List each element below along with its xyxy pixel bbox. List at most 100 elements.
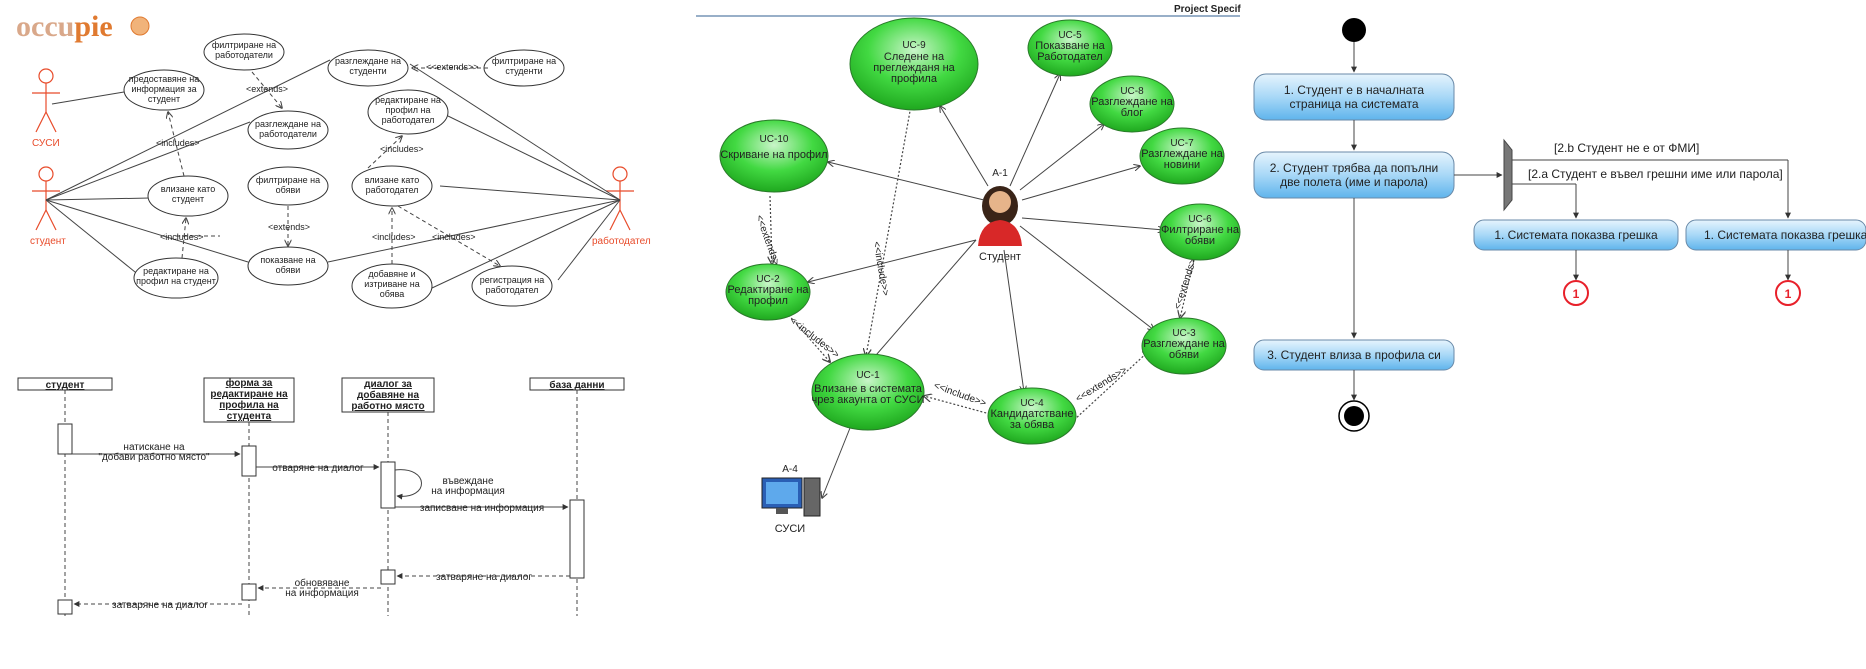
svg-text:UC-9: UC-9 bbox=[902, 40, 926, 51]
use-case-diagram-1: СУСИ студент работодател bbox=[30, 33, 651, 309]
svg-text:Показване на: Показване на bbox=[1035, 40, 1105, 52]
svg-text:A-4: A-4 bbox=[782, 464, 798, 475]
svg-text:<extends>: <extends> bbox=[246, 84, 288, 94]
svg-text:<includes>: <includes> bbox=[372, 232, 416, 242]
uc1-filter-students: филтриране на студенти bbox=[483, 49, 565, 87]
actor-susi-label: СУСИ bbox=[32, 138, 60, 149]
svg-text:1. Студент е в началната: 1. Студент е в началната bbox=[1284, 83, 1424, 97]
activity-error-1: 1. Системата показва грешка bbox=[1473, 219, 1679, 251]
svg-text:СУСИ: СУСИ bbox=[775, 523, 805, 535]
svg-text:Влизане в системата: Влизане в системата bbox=[814, 383, 923, 395]
svg-text:отваряне на диалог: отваряне на диалог bbox=[272, 463, 364, 474]
actor-student-figure: A-1 Студент bbox=[978, 168, 1022, 263]
svg-text:Редактиране на: Редактиране на bbox=[727, 284, 809, 296]
svg-text:профил: профил bbox=[748, 295, 788, 307]
lifeline-db: база данни bbox=[529, 377, 625, 616]
svg-text:UC-7: UC-7 bbox=[1170, 138, 1194, 149]
svg-text:<<includes>>: <<includes>> bbox=[787, 315, 841, 361]
uc2-uc8: UC-8 Разглеждане на блог bbox=[1089, 75, 1175, 133]
svg-text:натискане на: натискане на bbox=[123, 442, 185, 453]
svg-text:"добави работно място": "добави работно място" bbox=[98, 451, 210, 463]
guard-a: [2.a Студент е въвел грешни име или паро… bbox=[1528, 167, 1783, 181]
svg-text:новини: новини bbox=[1164, 159, 1200, 171]
svg-text:редактиране на: редактиране на bbox=[210, 389, 288, 400]
lifeline-dialog: диалог за добавяне на работно място bbox=[341, 377, 435, 616]
svg-text:работно място: работно място bbox=[351, 400, 424, 412]
guard-b: [2.b Студент не е от ФМИ] bbox=[1554, 141, 1699, 155]
final-node bbox=[1338, 400, 1370, 432]
svg-text:UC-8: UC-8 bbox=[1120, 86, 1144, 97]
svg-text:профил на студент: профил на студент bbox=[136, 276, 216, 286]
connector-2: 1 bbox=[1775, 280, 1801, 306]
svg-text:Студент: Студент bbox=[979, 251, 1021, 263]
svg-text:филтриране на: филтриране на bbox=[256, 175, 320, 185]
svg-text:записване на информация: записване на информация bbox=[420, 502, 544, 514]
uc1-show-ads: показване на обяви bbox=[247, 246, 329, 286]
svg-text:добавяне на: добавяне на bbox=[357, 389, 419, 401]
svg-text:разглеждане на: разглеждане на bbox=[335, 56, 401, 66]
fork-bar bbox=[1503, 138, 1513, 212]
svg-text:<<extends>>: <<extends>> bbox=[1074, 364, 1129, 404]
uc1-edit-student: редактиране на профил на студент bbox=[133, 257, 219, 299]
uc1-login-student: влизане като студент bbox=[147, 175, 229, 217]
svg-text:влизане като: влизане като bbox=[365, 175, 419, 185]
uc1-login-employer: влизане като работодател bbox=[351, 165, 433, 207]
svg-text:<includes>: <includes> bbox=[156, 138, 200, 148]
svg-text:филтриране на: филтриране на bbox=[492, 56, 556, 66]
svg-text:1. Системата показва грешка: 1. Системата показва грешка bbox=[1494, 228, 1658, 242]
initial-node bbox=[1342, 18, 1366, 42]
svg-text:филтриране на: филтриране на bbox=[212, 40, 276, 50]
svg-text:изтриване на: изтриване на bbox=[364, 279, 419, 289]
actor-employer-label: работодател bbox=[592, 235, 651, 247]
svg-text:студенти: студенти bbox=[349, 66, 386, 76]
svg-text:обяви: обяви bbox=[276, 265, 301, 275]
svg-text:<extends>: <extends> bbox=[268, 222, 310, 232]
svg-text:преглежданя на: преглежданя на bbox=[873, 62, 955, 74]
svg-text:<includes>: <includes> bbox=[160, 232, 204, 242]
svg-text:профила: профила bbox=[891, 73, 938, 85]
svg-text:редактиране на: редактиране на bbox=[375, 95, 441, 105]
uc2-uc2: UC-2 Редактиране на профил bbox=[725, 263, 811, 321]
svg-text:Разглеждане на: Разглеждане на bbox=[1141, 148, 1223, 160]
actor-susi-computer: A-4 СУСИ bbox=[761, 464, 821, 535]
svg-text:на информация: на информация bbox=[285, 587, 359, 599]
svg-text:A-1: A-1 bbox=[992, 168, 1008, 179]
activity-step-1: 1. Студент е в началната страница на сис… bbox=[1253, 73, 1455, 121]
svg-text:обяви: обяви bbox=[276, 185, 301, 195]
svg-text:UC-1: UC-1 bbox=[856, 370, 880, 381]
uc2-uc4: UC-4 Кандидатстване за обява bbox=[987, 387, 1077, 445]
svg-text:1. Системата показва грешка: 1. Системата показва грешка bbox=[1704, 228, 1866, 242]
svg-text:обява: обява bbox=[380, 289, 405, 299]
svg-text:за обява: за обява bbox=[1010, 419, 1055, 431]
svg-text:1: 1 bbox=[1785, 287, 1792, 301]
actor-student-label: студент bbox=[30, 236, 66, 247]
svg-text:Кандидатстване: Кандидатстване bbox=[991, 408, 1074, 420]
svg-text:работодател: работодател bbox=[382, 115, 435, 125]
actor-employer bbox=[606, 166, 634, 231]
svg-text:Разглеждане на: Разглеждане на bbox=[1143, 338, 1225, 350]
uc1-add-remove-ad: добавяне и изтриване на обява bbox=[351, 263, 433, 309]
uc2-uc1: UC-1 Влизане в системата чрез акаунта от… bbox=[811, 353, 925, 431]
svg-text:обяви: обяви bbox=[1169, 349, 1199, 361]
svg-text:UC-10: UC-10 bbox=[760, 134, 789, 145]
lifeline-student: студент bbox=[17, 377, 113, 616]
svg-text:3. Студент влиза в профила си: 3. Студент влиза в профила си bbox=[1267, 348, 1441, 362]
svg-text:студент: студент bbox=[46, 380, 85, 391]
lifeline-form: форма за редактиране на профила на студе… bbox=[203, 377, 295, 616]
svg-text:<includes>: <includes> bbox=[380, 144, 424, 154]
svg-text:Разглеждане на: Разглеждане на bbox=[1091, 96, 1173, 108]
svg-text:Работодател: Работодател bbox=[1037, 51, 1102, 63]
svg-text:база данни: база данни bbox=[549, 379, 604, 391]
svg-text:работодател: работодател bbox=[486, 285, 539, 295]
uc1-provide-info: предоставяне на информация за студент bbox=[123, 69, 205, 111]
svg-text:Следене на: Следене на bbox=[884, 51, 945, 63]
svg-text:<<include>>: <<include>> bbox=[932, 380, 988, 409]
uc1-filter-ads: филтриране на обяви bbox=[247, 166, 329, 206]
svg-text:на информация: на информация bbox=[431, 485, 505, 497]
actor-student bbox=[32, 166, 60, 231]
svg-text:затваряне на диалог: затваряне на диалог bbox=[112, 600, 208, 611]
occupie-logo: occupie bbox=[16, 10, 150, 43]
activity-step-3: 3. Студент влиза в профила си bbox=[1253, 339, 1455, 371]
svg-text:студента: студента bbox=[227, 411, 272, 422]
